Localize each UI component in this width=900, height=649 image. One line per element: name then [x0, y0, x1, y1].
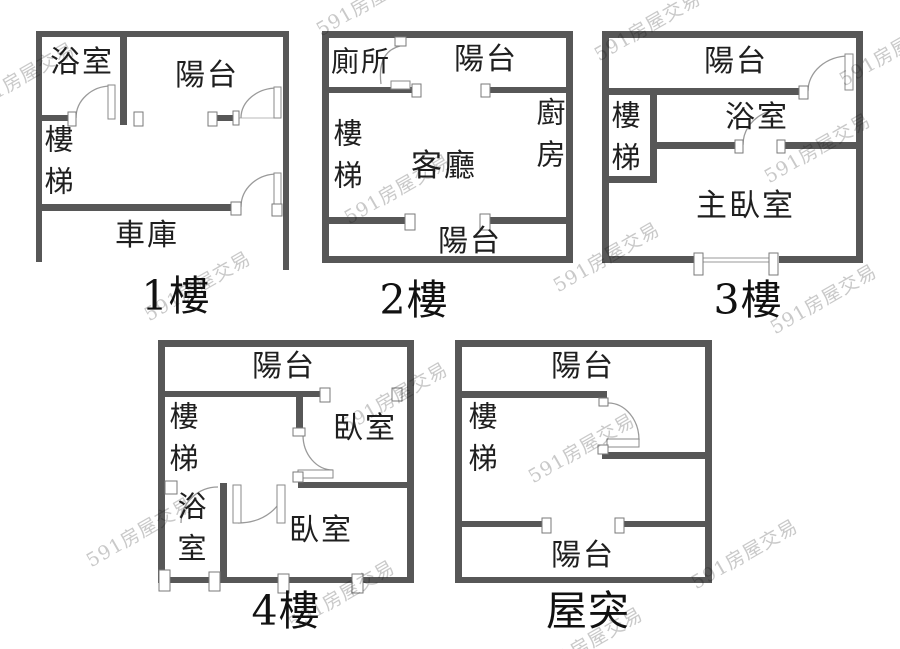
room-label-balcony-bottom-2f: 陽台 [438, 224, 502, 259]
roof-door-arcs [607, 402, 640, 441]
roof-walls [455, 340, 712, 583]
room-label-living-2f: 客廳 [411, 148, 477, 184]
room-label-stairs-2f: 樓梯 [329, 118, 363, 202]
room-label-stairs-roof: 樓梯 [464, 401, 498, 485]
floor-1-walls [36, 31, 289, 270]
room-label-bedroom-upper-4f: 臥室 [333, 411, 397, 446]
floor-3-plan [602, 31, 863, 276]
room-label-balcony-4f: 陽台 [252, 349, 316, 384]
floor-3-window [703, 257, 769, 263]
floor-3-walls [602, 31, 863, 263]
room-label-toilet-2f: 廁所 [331, 45, 392, 78]
room-label-bathroom-4f: 浴室 [173, 491, 207, 575]
floor-2-door-arcs [379, 45, 401, 85]
room-label-balcony-top-2f: 陽台 [454, 42, 518, 77]
floor-3-door-arcs [742, 55, 850, 146]
floor-4-plan [158, 340, 414, 594]
room-label-bathroom-1f: 浴室 [50, 45, 114, 80]
room-label-stairs-4f: 樓梯 [165, 401, 199, 485]
room-label-balcony-bottom-roof: 陽台 [551, 538, 615, 573]
room-label-garage-1f: 車庫 [115, 218, 179, 253]
floor-2-walls [322, 31, 573, 263]
room-label-balcony-top-roof: 陽台 [551, 349, 615, 384]
roof-plan [455, 340, 712, 583]
floor-label-1f: 1樓 [141, 272, 211, 320]
room-label-stairs-3f: 樓梯 [607, 100, 641, 184]
roof-door-markers [541, 397, 640, 534]
room-label-bedroom-lower-4f: 臥室 [289, 513, 353, 548]
floor-2-plan [322, 31, 573, 263]
room-label-kitchen-2f: 廚房 [532, 97, 566, 181]
floor-label-roof: 屋突 [546, 587, 630, 635]
floor-1-door-arcs [75, 85, 278, 208]
room-label-balcony-3f: 陽台 [704, 44, 768, 79]
room-label-stairs-1f: 樓梯 [40, 124, 74, 208]
floor-3-door-markers [693, 53, 854, 276]
room-label-bathroom-3f: 浴室 [725, 100, 789, 135]
floor-4-door-markers [158, 387, 403, 594]
floor-2-door-markers [390, 36, 491, 231]
floor-1-plan [36, 31, 289, 270]
floor-label-2f: 2樓 [379, 276, 449, 324]
floor-label-4f: 4樓 [251, 587, 321, 635]
floor-label-3f: 3樓 [713, 276, 783, 324]
floor-1-door-markers [67, 84, 283, 217]
room-label-balcony-1f: 陽台 [175, 58, 239, 93]
room-label-master-bedroom-3f: 主臥室 [696, 188, 795, 224]
